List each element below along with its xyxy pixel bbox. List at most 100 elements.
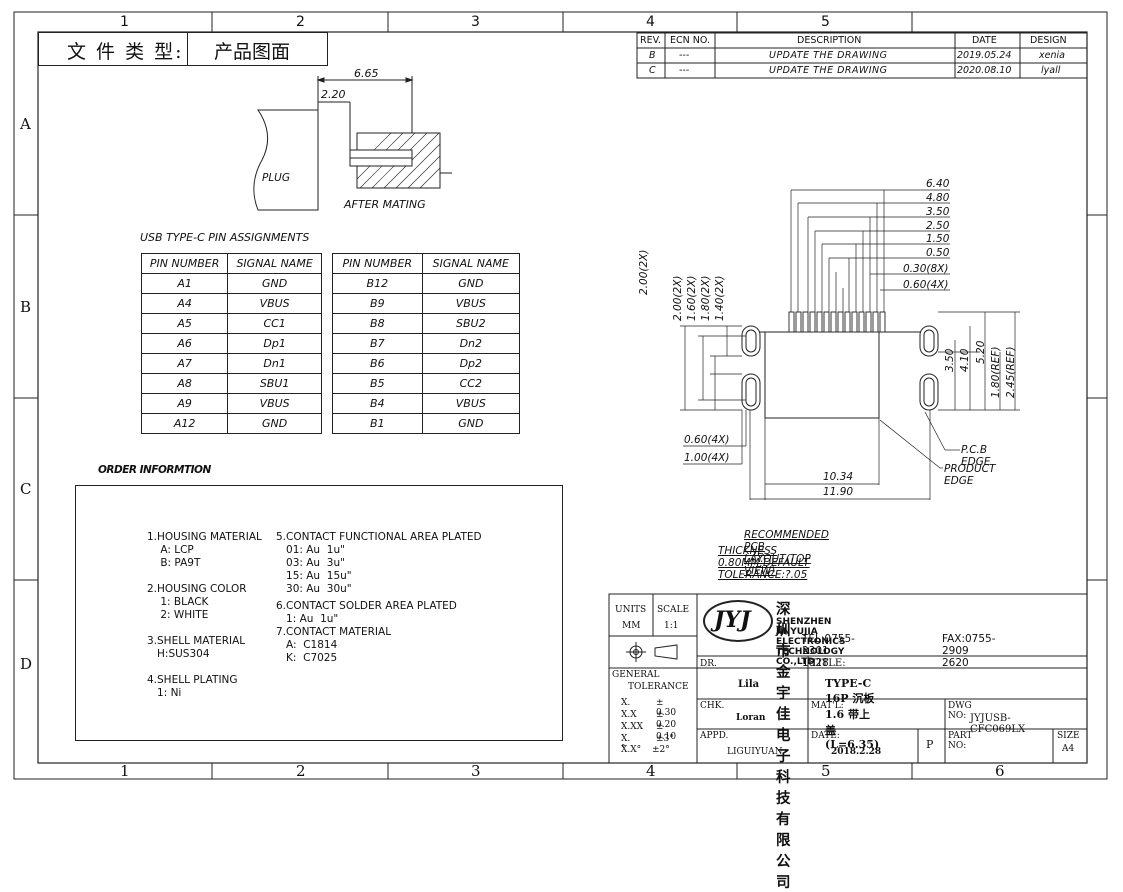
order-col-1: 1.HOUSING MATERIAL A: LCP B: PA9T 2.HOUS… [147,531,262,700]
order-line: 03: Au 3u" [276,557,345,569]
pin-cell: A8 [140,373,229,394]
signal-cell: CC1 [227,313,322,334]
dim-label: 0.50 [926,247,950,259]
dim-label: 1.60(2X) [686,275,698,321]
company-logo: JYJ [703,600,773,642]
drawing-title: TYPE-C 16P 沉板1.6 带上盖 (L=6.35) [825,677,880,751]
order-line: 4.SHELL PLATING [147,674,238,686]
tol-key: X.XX [621,722,644,732]
page-label: P [926,738,934,751]
date-cell: 2020.08.10 [957,65,1012,76]
pcb-edge-label: P.C.B EDGE [961,444,991,468]
title-label: TITLE: [811,658,846,669]
order-line: K: C7025 [276,652,338,664]
dim-label: 10.34 [823,471,854,483]
file-type-label: 文 件 类 型: [67,41,184,63]
general-label: GENERAL [612,670,660,680]
dim-label: 1.00(4X) [684,452,730,464]
part-no-label: PART NO: [948,731,973,751]
order-line: A: LCP [147,544,194,556]
mating-dim-overall: 6.65 [354,67,379,80]
dim-label: 2.45(REF) [1005,346,1017,398]
order-line: 30: Au 30u" [276,583,352,595]
approved-by-label: APPD. [700,731,729,741]
revision-table: REV. ECN NO. DESCRIPTION DATE DESIGN B -… [637,33,1087,78]
order-line: 7.CONTACT MATERIAL [276,626,392,638]
pin-cell: A1 [140,273,229,294]
file-type-box: 文 件 类 型: 产品图面 [38,32,328,66]
design-header: DESIGN [1030,35,1067,46]
pin-cell: B7 [332,333,423,354]
tol-key: X. [621,698,631,708]
dwg-no-label: DWG NO: [948,701,972,721]
description-cell: UPDATE THE DRAWING [769,50,888,61]
dim-label: 0.30(8X) [903,263,949,275]
tol-key: X.° [621,734,631,754]
projection-symbol-icon [626,642,678,662]
design-cell: xenia [1039,50,1065,61]
title-block-lines [608,593,1088,764]
pin-cell: A4 [140,293,229,314]
drawing-canvas [13,11,1108,780]
pin-cell: A12 [140,413,229,434]
units-label: UNITS [615,605,647,615]
description-cell: UPDATE THE DRAWING [769,65,888,76]
order-line: 1.HOUSING MATERIAL [147,531,262,543]
pcb-thickness-note: THICKNESS 0.80MM;DEFAULT TOLERANCE:?.05 [718,545,810,581]
row-label: A [20,115,31,133]
company-name-en: SHENZHEN JINYUJIA ELECTRONICS TECHNOLOGY… [776,617,846,667]
signal-cell: GND [227,413,322,434]
col-label: 1 [120,762,130,780]
pin-cell: B4 [332,393,423,414]
signal-cell: Dn1 [227,353,322,374]
signal-cell: SBU2 [421,313,521,334]
pin-number-header: PIN NUMBER [332,253,423,274]
mating-dim-insert: 2.20 [321,88,346,101]
date-label: DATE: [811,731,840,741]
pin-cell: B12 [332,273,423,294]
order-line: 01: Au 1u" [276,544,345,556]
signal-name-header: SIGNAL NAME [421,253,521,274]
signal-cell: VBUS [227,393,322,414]
dim-label: 3.50 [926,206,950,218]
dim-label: 6.40 [926,178,950,190]
dim-label: 0.60(4X) [684,434,730,446]
order-line: 5.CONTACT FUNCTIONAL AREA PLATED [276,531,482,543]
col-labels-bottom: 1 2 3 4 5 6 [0,762,1123,780]
order-line: 6.CONTACT SOLDER AREA PLATED [276,600,457,612]
checked-by-label: CHK. [700,701,725,711]
dim-label: 11.90 [823,486,854,498]
rev-cell: B [649,50,656,61]
col-label: 6 [995,762,1005,780]
dim-label: 1.80(REF) [990,346,1002,398]
rev-cell: C [649,65,656,76]
signal-cell: CC2 [421,373,521,394]
ecn-header: ECN NO. [670,35,710,46]
col-label: 5 [821,762,831,780]
ecn-cell: --- [679,65,690,76]
order-line: 15: Au 15u" [276,570,352,582]
signal-cell: Dn2 [421,333,521,354]
drawn-by-label: DR. [700,659,717,669]
dim-label: 4.10 [959,348,971,372]
dim-label: 5.20 [975,340,987,364]
signal-cell: GND [421,413,521,434]
order-line: B: PA9T [147,557,201,569]
pin-cell: B5 [332,373,423,394]
row-label: D [20,655,33,673]
signal-cell: VBUS [421,393,521,414]
dim-label: 3.50 [944,348,956,372]
pin-number-header: PIN NUMBER [140,253,229,274]
order-line: 2: WHITE [147,609,209,621]
